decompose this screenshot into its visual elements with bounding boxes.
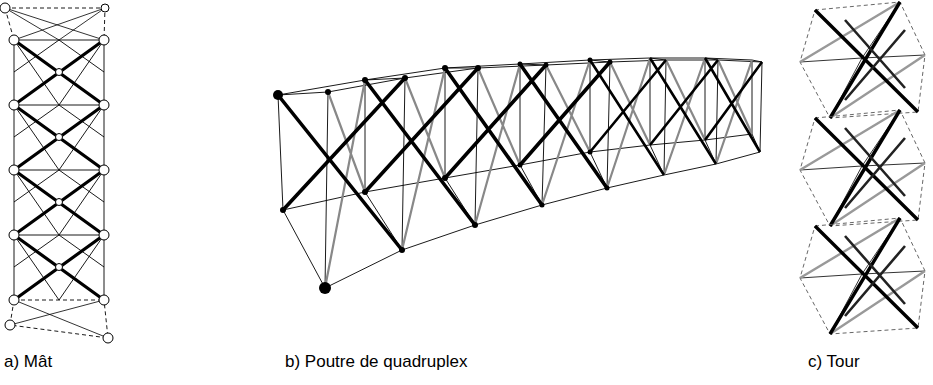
quadruplex-beam-figure xyxy=(273,58,762,295)
mast-figure xyxy=(0,3,113,343)
tower-figure xyxy=(800,2,925,334)
figure-caption: c) Tour xyxy=(808,352,860,372)
figure-caption: b) Poutre de quadruplex xyxy=(285,352,467,372)
figure-caption: a) Mât xyxy=(4,352,52,372)
